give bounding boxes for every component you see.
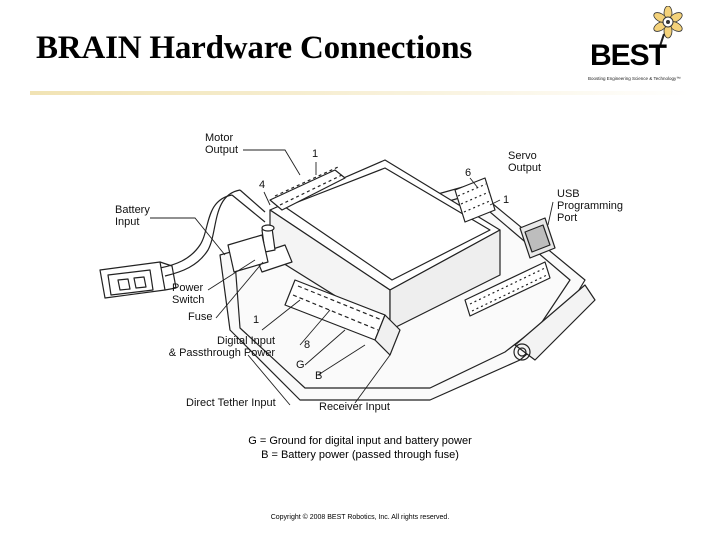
battery-pin-marker: B bbox=[315, 370, 323, 382]
servo-pin-6-marker: 6 bbox=[465, 167, 472, 179]
caption-battery: B = Battery power (passed through fuse) bbox=[261, 449, 459, 461]
copyright-notice: Copyright © 2008 BEST Robotics, Inc. All… bbox=[270, 514, 450, 521]
page-title: BRAIN Hardware Connections bbox=[36, 30, 473, 66]
direct-tether-label: Direct Tether Input bbox=[186, 397, 276, 409]
caption-ground: G = Ground for digital input and battery… bbox=[248, 435, 472, 447]
ground-marker: G bbox=[296, 359, 305, 371]
title-underline bbox=[30, 91, 690, 95]
digital-input-label: Digital Input& Passthrough Power bbox=[168, 335, 276, 359]
motor-pin-4-marker: 4 bbox=[259, 179, 266, 191]
servo-pin-1-marker: 1 bbox=[503, 194, 510, 206]
digital-pin-8-marker: 8 bbox=[304, 339, 311, 351]
logo-wordmark: BEST bbox=[590, 39, 667, 72]
motor-pin-1-marker: 1 bbox=[312, 148, 319, 160]
best-logo: BEST Boosting Engineering Science & Tech… bbox=[586, 6, 690, 84]
fuse-label: Fuse bbox=[188, 311, 213, 323]
logo-tagline: Boosting Engineering Science & Technolog… bbox=[588, 76, 681, 81]
flower-icon bbox=[653, 6, 683, 47]
digital-pin-1-marker: 1 bbox=[253, 314, 260, 326]
receiver-input-label: Receiver Input bbox=[319, 401, 390, 413]
